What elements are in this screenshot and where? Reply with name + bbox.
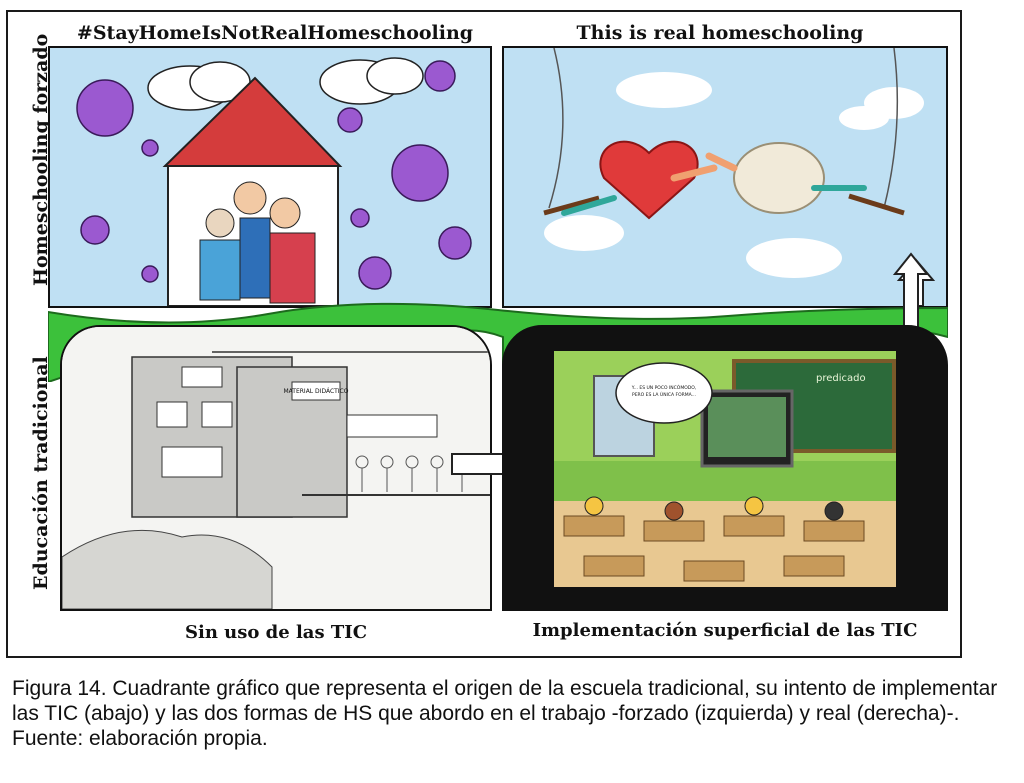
traditional-education-panel: MATERIAL DIDÁCTICO (60, 325, 492, 611)
figure-caption: Figura 14. Cuadrante gráfico que represe… (12, 677, 998, 750)
forced-homeschooling-illustration (76, 57, 472, 306)
factory-sign-1: MATERIAL DIDÁCTICO (283, 388, 348, 395)
school-factory-illustration: MATERIAL DIDÁCTICO (62, 327, 490, 609)
classroom-cartoon: predicado Y... ES UN POCO INCÓMODO, PERO… (554, 351, 896, 587)
superficial-ict-panel: predicado Y... ES UN POCO INCÓMODO, PERO… (502, 325, 948, 611)
top-right-title: This is real homeschooling (576, 22, 864, 44)
board-word: predicado (816, 373, 866, 384)
speech-bubble: Y... ES UN POCO INCÓMODO, (631, 384, 696, 391)
real-homeschooling-illustration (543, 48, 936, 306)
svg-text:PERO ES LA ÚNICA FORMA...: PERO ES LA ÚNICA FORMA... (632, 391, 696, 398)
forced-homeschooling-panel (48, 46, 492, 308)
left-label-bottom: Educación tradicional (30, 356, 52, 590)
bottom-right-label: Implementación superficial de las TIC (532, 620, 918, 641)
bottom-left-label: Sin uso de las TIC (184, 622, 368, 643)
real-homeschooling-panel (502, 46, 948, 308)
top-left-title: #StayHomeIsNotRealHomeschooling (76, 22, 474, 44)
